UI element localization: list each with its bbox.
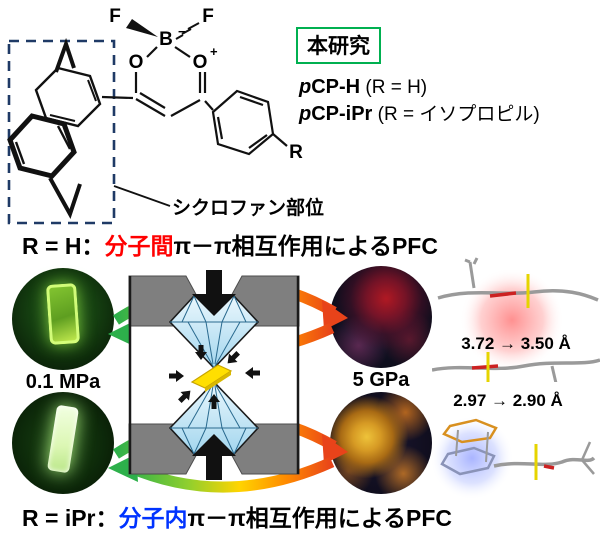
heading-intermolecular: R = H：分子間π－π相互作用によるPFC (22, 227, 438, 261)
atom-o-left: O (129, 52, 144, 73)
blue-pi-glow (432, 416, 514, 498)
r-group-label: R (289, 142, 303, 163)
fluorescence-photo-ambient-h (12, 268, 114, 370)
pi-stack-intermolecular-panel: 3.72 → 3.50 Å (432, 257, 600, 382)
compound-prefix: p (299, 76, 312, 98)
compress-arrowhead-icon (322, 434, 348, 464)
compound-name: CP-H (311, 76, 361, 98)
cyclophane-cage (7, 37, 102, 219)
compound-detail: (R = H) (360, 77, 428, 98)
atom-o-right: O (193, 52, 208, 73)
bf2-group (126, 19, 200, 40)
compound-line-pcph: pCP-H (R = H) (299, 74, 540, 101)
molecule-lower (432, 352, 600, 382)
compress-arrow-up-icon (192, 434, 236, 480)
green-crystal (45, 283, 81, 345)
molecule-chain (493, 441, 596, 480)
heading-emphasis-blue: 分子内 (118, 505, 188, 531)
atom-f-left: F (109, 6, 121, 27)
chemical-structure-drawing: F F B − O O + R (7, 6, 303, 225)
pressure-label-high: 5 GPa (352, 369, 410, 391)
compress-arrow-down-icon (192, 270, 236, 316)
distance-label-intra: 2.97 → 2.90 Å (453, 391, 563, 410)
diamond-top-icon (168, 295, 260, 370)
compound-name: CP-iPr (311, 103, 373, 125)
boron-charge: − (178, 24, 186, 39)
fluorescence-photo-5gpa-h (330, 266, 432, 368)
bright-green-crystal (46, 404, 80, 474)
compound-detail: (R = イソプロピル) (372, 104, 540, 125)
diamond-anvil-cell (128, 270, 300, 480)
heading-emphasis-red: 分子間 (104, 233, 174, 259)
pi-stack-intramolecular-panel: 2.97 → 2.90 Å (432, 391, 596, 498)
heading-lead: R = iPr： (22, 505, 119, 531)
heading-intramolecular: R = iPr：分子内π－π相互作用によるPFC (22, 499, 452, 533)
cyclophane-dashed-box (7, 39, 116, 225)
fluorescence-photo-ambient-ipr (12, 392, 114, 494)
dioxaborine-ring (101, 46, 214, 117)
cyclophane-pointer-line (113, 185, 171, 207)
red-pi-glow (460, 268, 564, 372)
molecule-upper (437, 257, 599, 308)
o-right-charge: + (210, 44, 218, 59)
compound-line-pcpipr: pCP-iPr (R = イソプロピル) (299, 101, 540, 128)
heading-rest: π－π相互作用によるPFC (187, 505, 453, 531)
atom-f-right: F (202, 6, 214, 27)
this-work-box: 本研究 (296, 27, 381, 64)
cyclophane-label: シクロファン部位 (172, 198, 325, 219)
pressure-label-ambient: 0.1 MPa (25, 371, 101, 393)
atom-boron: B (159, 29, 173, 50)
compress-arrowhead-icon (322, 300, 348, 330)
compound-list: pCP-H (R = H) pCP-iPr (R = イソプロピル) (299, 74, 540, 128)
fluorescence-photo-5gpa-ipr (330, 392, 432, 494)
compound-prefix: p (299, 103, 312, 125)
distance-label-inter: 3.72 → 3.50 Å (461, 334, 571, 353)
heading-lead: R = H： (22, 233, 105, 259)
heading-rest: π－π相互作用によるPFC (173, 233, 438, 259)
phenyl-ring (211, 89, 288, 156)
sample-icon (190, 364, 233, 392)
cyclophane-3d (440, 418, 498, 476)
